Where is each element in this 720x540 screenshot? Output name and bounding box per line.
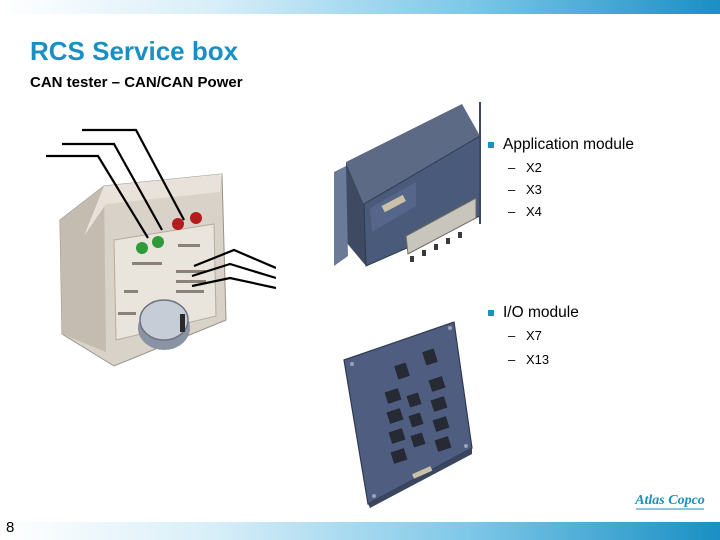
bullet-square-icon <box>488 142 494 148</box>
page-number: 8 <box>6 519 15 536</box>
service-box-image <box>44 128 276 370</box>
application-module-image <box>334 102 481 267</box>
sub-item: X3 <box>508 182 698 204</box>
bottom-gradient-bar <box>0 522 720 540</box>
svg-text:Atlas Copco: Atlas Copco <box>634 493 705 508</box>
bullet-square-icon <box>488 310 494 316</box>
sub-item: X4 <box>508 204 698 226</box>
bullet-io-module: I/O module X7 X13 <box>488 304 698 376</box>
sub-item: X13 <box>508 352 698 376</box>
sub-list: X2 X3 X4 <box>508 160 698 226</box>
slide-subtitle: CAN tester – CAN/CAN Power <box>30 74 243 91</box>
sub-item: X2 <box>508 160 698 182</box>
bullet-application-module: Application module X2 X3 X4 <box>488 136 698 226</box>
sub-list: X7 X13 <box>508 328 698 376</box>
bullet-label: I/O module <box>503 304 579 321</box>
sub-item: X7 <box>508 328 698 352</box>
io-module-image <box>343 321 473 508</box>
atlas-copco-logo: Atlas Copco <box>632 484 708 514</box>
bullet-label: Application module <box>503 136 634 153</box>
slide-title: RCS Service box <box>30 36 239 66</box>
top-gradient-bar <box>0 0 720 14</box>
